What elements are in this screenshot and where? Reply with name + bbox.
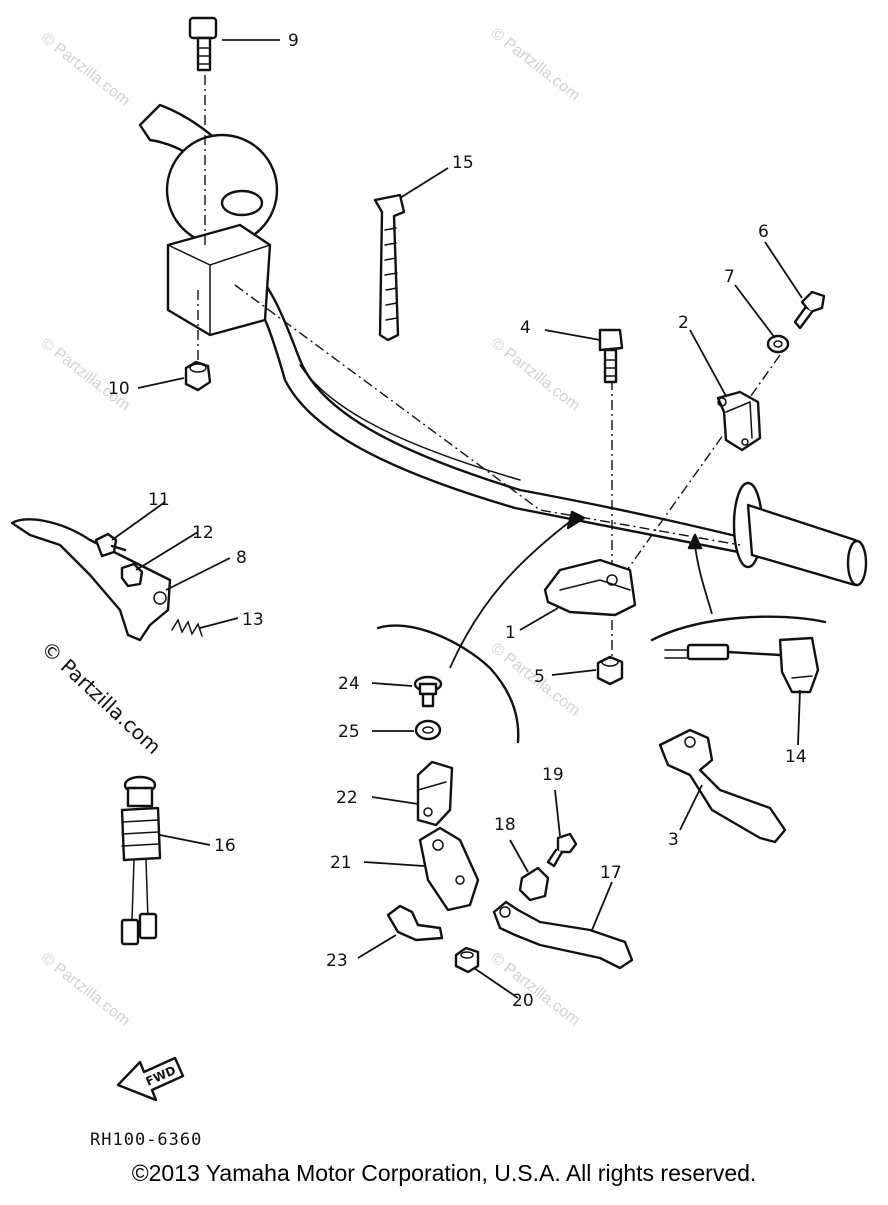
right-grip [746,503,865,587]
callout-11: 11 [148,490,170,510]
callout-12: 12 [192,523,214,543]
throttle-body [166,223,272,337]
callout-8: 8 [236,548,247,568]
callout-3: 3 [668,830,679,850]
nut-5 [596,655,624,686]
bracket-21 [418,826,480,912]
callouts: 9 10 15 6 7 2 4 1 5 14 3 11 12 8 13 16 2… [108,31,807,1011]
callout-23: 23 [326,951,348,971]
copyright-notice: ©2013 Yamaha Motor Corporation, U.S.A. A… [131,1160,757,1186]
lever-holder-2 [716,390,762,452]
assembly-axes [197,75,781,660]
bolt-6 [793,290,826,330]
watermark: © Partzilla.com [38,30,133,110]
watermark: © Partzilla.com [38,950,133,1030]
watermark: © Partzilla.com [488,335,583,415]
callout-7: 7 [724,267,735,287]
bolt-24 [413,675,443,708]
side-watermark: © Partzilla.com [37,636,166,759]
bolt-4 [598,328,624,384]
switch-14 [664,636,820,694]
callout-22: 22 [336,788,358,808]
lever-17 [492,900,634,970]
watermarks: © Partzilla.com © Partzilla.com © Partzi… [37,25,583,1030]
bracket-23 [386,904,444,942]
callout-20: 20 [512,991,534,1011]
callout-24: 24 [338,674,360,694]
throttle-housing [165,133,279,247]
washer-7 [766,334,790,354]
callout-17: 17 [600,863,622,883]
callout-2: 2 [678,313,689,333]
group-indicators [376,510,827,744]
callout-6: 6 [758,222,769,242]
leader-lines [111,39,803,999]
cable-tie-15 [373,193,406,342]
callout-5: 5 [534,667,545,687]
callout-25: 25 [338,722,360,742]
callout-18: 18 [494,815,516,835]
drawing-code: RH100-6360 [90,1130,203,1150]
callout-1: 1 [505,623,516,643]
spring-13 [171,618,203,637]
bolt-11 [94,532,127,558]
watermark: © Partzilla.com [488,950,583,1030]
washer-25 [414,719,442,741]
callout-10: 10 [108,379,130,399]
watermark: © Partzilla.com [488,25,583,105]
collar-18 [518,866,550,902]
kill-switch-16 [120,775,162,946]
callout-21: 21 [330,853,352,873]
fwd-arrow: FWD [116,1056,185,1102]
lever-bracket-1 [543,558,637,617]
brake-lever-3 [658,728,787,844]
callout-4: 4 [520,318,531,338]
watermark: © Partzilla.com [38,335,133,415]
holder-22 [416,760,454,827]
bolt-9 [188,16,218,72]
nut-20 [454,946,480,974]
nut-10 [184,360,212,392]
callout-13: 13 [242,610,264,630]
callout-9: 9 [288,31,299,51]
callout-16: 16 [214,836,236,856]
handlebar [138,103,868,587]
callout-15: 15 [452,153,474,173]
bolt-19 [546,832,578,868]
clutch-lever-8 [10,518,172,642]
callout-19: 19 [542,765,564,785]
callout-14: 14 [785,747,807,767]
